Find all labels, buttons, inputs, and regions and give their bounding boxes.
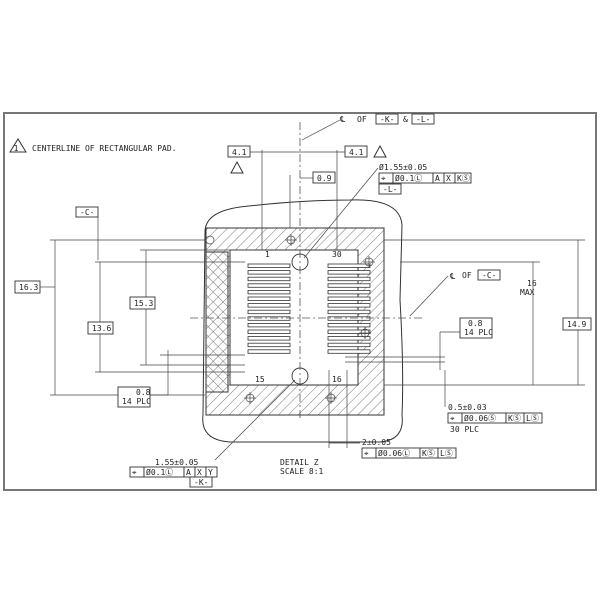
svg-text:15.3: 15.3	[134, 299, 153, 308]
svg-text:0.5±0.03: 0.5±0.03	[448, 403, 487, 412]
dim-pitch: 4.1 4.1 0.9	[227, 144, 387, 250]
svg-text:2±0.05: 2±0.05	[362, 438, 391, 447]
svg-text:0.9: 0.9	[317, 174, 332, 183]
fcf-cell-text: X	[197, 468, 202, 477]
svg-text:1: 1	[14, 144, 19, 153]
svg-text:OF: OF	[462, 271, 472, 280]
fcf-cell-text: KⓈ	[457, 174, 470, 183]
fcf-cell-text: LⓈ	[440, 449, 453, 458]
svg-text:16: 16	[527, 279, 537, 288]
pad	[247, 270, 291, 275]
pad	[327, 276, 371, 282]
pad	[247, 289, 291, 295]
fcf-cell-text: A	[435, 174, 440, 183]
fcf-cell-text: Ø0.1Ⓛ	[146, 467, 173, 477]
svg-text:0.8: 0.8	[136, 388, 151, 397]
pad	[247, 349, 291, 354]
note-text: CENTERLINE OF RECTANGULAR PAD.	[32, 144, 177, 153]
pad	[247, 336, 291, 341]
pad-array	[247, 263, 371, 354]
svg-text:14 PLC: 14 PLC	[122, 397, 151, 406]
pad	[247, 283, 291, 288]
svg-text:4.1: 4.1	[232, 148, 247, 157]
fcf-cell-text: X	[446, 174, 451, 183]
svg-text:1: 1	[265, 250, 270, 259]
drawing-frame	[3, 112, 597, 491]
svg-text:15: 15	[255, 375, 265, 384]
pad	[247, 316, 291, 321]
svg-text:16.3: 16.3	[19, 283, 38, 292]
fcf-cell-text: ⌖	[364, 449, 369, 458]
svg-text:30 PLC: 30 PLC	[450, 425, 479, 434]
svg-text:&: &	[403, 115, 408, 124]
svg-text:13.6: 13.6	[92, 324, 111, 333]
svg-text:-K-: -K-	[380, 115, 394, 124]
pad	[247, 309, 291, 315]
fcf-cell	[437, 447, 457, 459]
fcf-cell-text: LⓈ	[526, 414, 539, 423]
fcf-cell-text: A	[186, 468, 191, 477]
dims-right: 14.9 16 MAX ℄ OF -C- 0.8 14 PLC 0.5±0.03…	[345, 239, 592, 434]
pad	[327, 322, 371, 328]
pad	[327, 316, 371, 321]
fcf-cell-text: ⌖	[381, 174, 386, 183]
mount-hole-marks	[205, 234, 375, 404]
svg-text:16: 16	[332, 375, 342, 384]
fcf-cell	[454, 172, 472, 184]
svg-text:-L-: -L-	[416, 115, 430, 124]
pad	[327, 329, 371, 334]
pad	[327, 336, 371, 341]
pad	[247, 263, 291, 268]
dims-bottom: 2±0.05 ⌖ Ø0.06Ⓛ KⓈ LⓈ	[328, 370, 457, 459]
pad	[327, 270, 371, 275]
pad	[247, 329, 291, 334]
fcf-cell-text: Ø0.06Ⓛ	[378, 448, 410, 458]
detail-scale: SCALE 8:1	[280, 467, 324, 476]
svg-text:MAX: MAX	[520, 288, 535, 297]
note-centerline: 1 CENTERLINE OF RECTANGULAR PAD.	[9, 138, 177, 153]
centerline-callout: ℄ OF -K- & -L-	[301, 113, 435, 141]
svg-text:4.1: 4.1	[349, 148, 364, 157]
pad	[327, 296, 371, 301]
fcf-cell-text: ⌖	[450, 414, 455, 423]
pad	[327, 263, 371, 268]
svg-text:-C-: -C-	[482, 271, 496, 280]
pad	[327, 289, 371, 295]
fcf-cell-text: Ø0.1Ⓛ	[395, 173, 422, 183]
svg-text:℄: ℄	[449, 272, 456, 281]
pad	[327, 303, 371, 308]
svg-text:OF: OF	[357, 115, 367, 124]
pad	[247, 296, 291, 301]
pad	[247, 276, 291, 282]
pad	[327, 309, 371, 315]
pad	[247, 342, 291, 348]
pad	[327, 342, 371, 348]
fcf-cell-text: KⓈ	[508, 414, 521, 423]
fcf-cell-text: ⌖	[132, 468, 137, 477]
detail-title: DETAIL Z	[280, 458, 319, 467]
svg-text:14.9: 14.9	[567, 320, 586, 329]
board-outline	[202, 199, 404, 443]
dims-left: 16.3 13.6 15.3 0.8 14 PLC	[14, 239, 255, 408]
pad	[327, 349, 371, 354]
svg-text:℄: ℄	[339, 115, 346, 124]
pad	[247, 303, 291, 308]
fcf-cell	[523, 412, 543, 424]
svg-text:0.8: 0.8	[468, 319, 483, 328]
fcf-cell-text: Ø0.06Ⓢ	[464, 413, 496, 423]
fcf-cell-text: Y	[208, 468, 213, 477]
svg-text:30: 30	[332, 250, 342, 259]
svg-text:14 PLC: 14 PLC	[464, 328, 493, 337]
fcf-cell-text: KⓈ	[422, 449, 435, 458]
svg-text:1.55±0.05: 1.55±0.05	[155, 458, 199, 467]
pad	[327, 283, 371, 288]
svg-text:-L-: -L-	[383, 185, 397, 194]
pad	[247, 322, 291, 328]
svg-text:Ø1.55±0.05: Ø1.55±0.05	[379, 162, 427, 172]
svg-text:-K-: -K-	[194, 478, 208, 487]
svg-text:-C-: -C-	[80, 208, 94, 217]
delta-note-icon	[9, 138, 27, 153]
